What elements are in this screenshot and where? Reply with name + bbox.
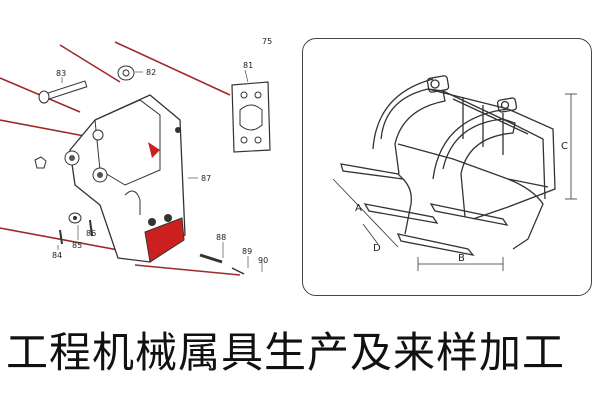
- mount-body-part: [64, 94, 186, 263]
- part-number-86: 86: [86, 229, 96, 238]
- red-leader-lines: [0, 41, 241, 276]
- part-number-87: 87: [201, 174, 211, 183]
- dimension-label-b: B: [458, 253, 465, 264]
- callout-leaders: [57, 69, 263, 272]
- part-number-88: 88: [216, 233, 226, 242]
- dimension-label-c: C: [561, 141, 568, 152]
- dimension-label-d: D: [373, 243, 381, 254]
- corner-label: 75: [262, 37, 272, 46]
- washer-part: [117, 65, 135, 81]
- part-number-84: 84: [52, 251, 62, 260]
- bolt-parts: [34, 156, 245, 275]
- caption-text: 工程机械属具生产及来样加工: [6, 328, 566, 377]
- grapple-drawing-svg: A B C D: [332, 75, 577, 271]
- dimension-label-a: A: [355, 203, 362, 214]
- part-number-81: 81: [243, 61, 253, 70]
- exploded-diagram-svg: 81 82 83 84 85 86 87 88 89 90 75: [0, 37, 272, 276]
- part-number-90: 90: [258, 256, 268, 265]
- part-number-89: 89: [242, 247, 252, 256]
- grapple-frame: [340, 75, 556, 256]
- bracket-plate-part: [231, 81, 271, 153]
- part-number-85: 85: [72, 241, 82, 250]
- red-logo-mark: [148, 142, 160, 158]
- dimension-lines: [332, 93, 577, 271]
- part-number-82: 82: [146, 68, 156, 77]
- grapple-drawing-panel: A B C D: [302, 38, 592, 296]
- pin-part: [38, 80, 88, 104]
- exploded-parts-diagram: 81 82 83 84 85 86 87 88 89 90 75: [0, 0, 290, 300]
- part-number-83: 83: [56, 69, 66, 78]
- red-wear-plate: [144, 217, 185, 263]
